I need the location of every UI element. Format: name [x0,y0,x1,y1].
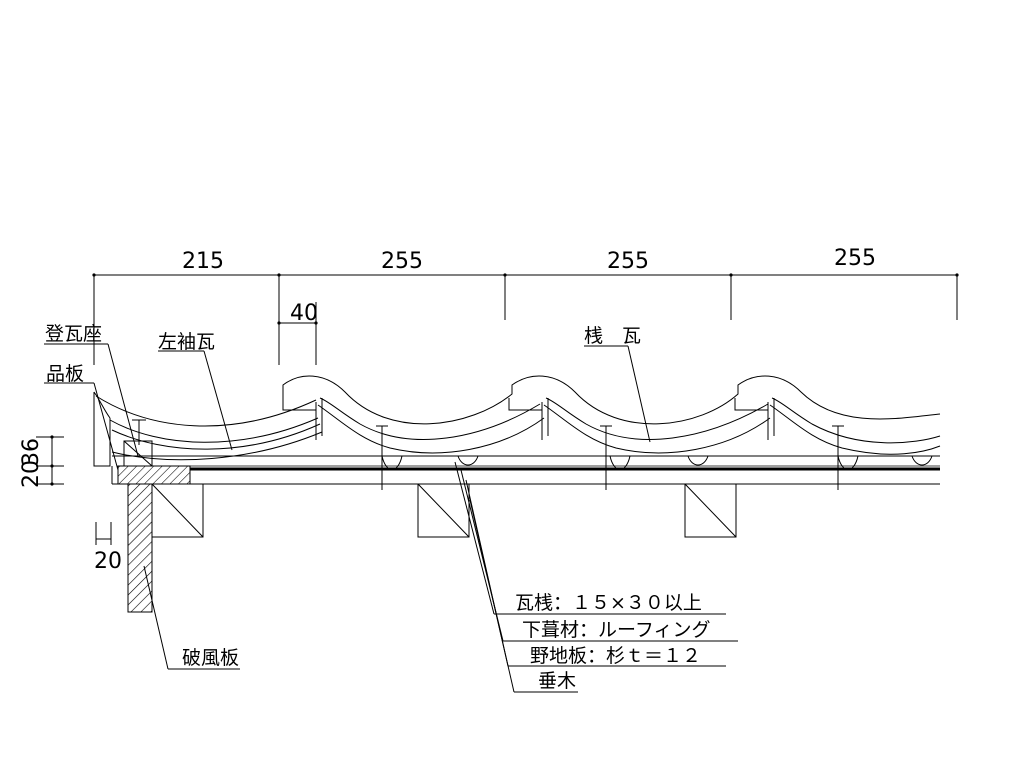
label-underlayment: 下葺材：ルーフィング [522,619,710,641]
label-rafter: 垂木 [538,670,576,692]
dimension-255-c: 255 [834,246,876,271]
dimension-20-bottom: 20 [94,549,122,574]
leader-lines [44,343,738,693]
dimension-36-vertical: 36 [19,438,44,466]
dimension-40: 40 [290,301,318,326]
dimension-215: 215 [182,249,224,274]
label-sheathing: 野地板：杉ｔ＝１２ [530,645,701,667]
label-noborikawaraza: 登瓦座 [45,323,102,345]
bottom-offset-dimension [95,522,112,545]
pan-tiles [132,375,941,490]
dimension-255-b: 255 [607,249,649,274]
left-height-dimension [36,435,64,486]
label-left-sleeve-tile: 左袖瓦 [158,331,215,353]
roof-deck-layers [111,455,940,538]
dimension-20-vertical: 20 [19,460,44,488]
fascia-board [117,440,191,613]
label-pan-tile: 桟 瓦 [584,325,641,347]
label-fascia-board: 破風板 [182,647,239,669]
label-tile-batten: 瓦桟：１５×３０以上 [515,592,702,614]
dimension-255-a: 255 [381,249,423,274]
left-sleeve-tile [95,395,323,461]
label-hinaita: 品板 [46,363,84,385]
tile-offset-dimension [277,302,318,365]
top-dimension-line [92,273,959,365]
